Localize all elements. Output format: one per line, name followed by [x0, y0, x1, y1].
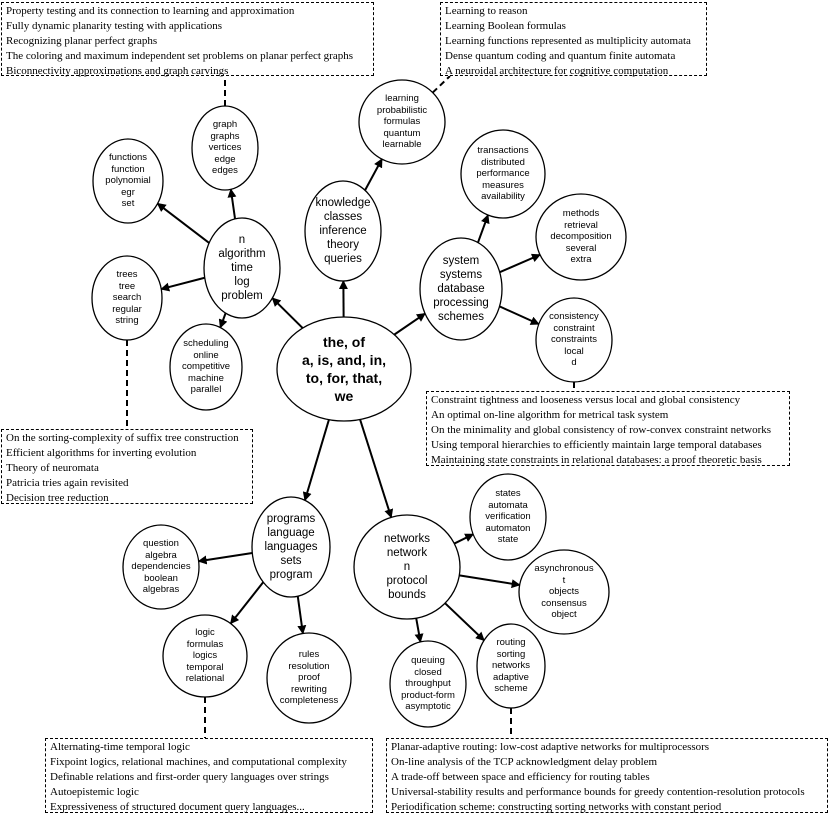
- node-ellipse-methods: [535, 193, 627, 281]
- node-ellipse-asynchronous: [518, 549, 610, 635]
- paper-title: On-line analysis of the TCP acknowledgme…: [391, 756, 658, 768]
- edge-programs-logic: [229, 581, 265, 625]
- node-ellipse-algorithm: [203, 217, 281, 319]
- titles-box-logic: Alternating-time temporal logic Fixpoint…: [45, 738, 373, 813]
- edge-root-networks: [359, 419, 394, 519]
- paper-title: A trade-off between space and efficiency…: [391, 771, 650, 783]
- node-ellipse-learning: [358, 79, 446, 165]
- edge-knowledge-learning: [364, 158, 383, 191]
- edge-root-programs: [302, 419, 330, 502]
- paper-title: Biconnectivity approximations and graph …: [6, 65, 229, 77]
- paper-title: Fully dynamic planarity testing with app…: [6, 20, 222, 32]
- edge-system-methods: [499, 253, 541, 274]
- paper-title: Learning functions represented as multip…: [445, 35, 691, 47]
- node-ellipse-states: [469, 473, 547, 561]
- paper-title: Efficient algorithms for inverting evolu…: [6, 447, 197, 459]
- node-ellipse-rules: [266, 632, 352, 724]
- paper-title: Alternating-time temporal logic: [50, 741, 190, 753]
- paper-title: Planar-adaptive routing: low-cost adapti…: [391, 741, 710, 753]
- edge-networks-routing: [444, 602, 485, 642]
- titles-box-trees: On the sorting-complexity of suffix tree…: [1, 429, 253, 504]
- paper-title: Learning to reason: [445, 5, 528, 17]
- node-ellipse-knowledge: [304, 180, 382, 282]
- edge-system-transactions: [477, 214, 490, 243]
- edge-algorithm-scheduling: [218, 312, 228, 329]
- node-ellipse-routing: [476, 623, 546, 709]
- node-ellipse-scheduling: [169, 323, 243, 411]
- node-ellipse-graph: [191, 105, 259, 191]
- paper-title: Definable relations and first-order quer…: [50, 771, 329, 783]
- edge-algorithm-graph: [227, 188, 237, 219]
- paper-title: Expressiveness of structured document qu…: [50, 801, 305, 813]
- titles-box-graph: Property testing and its connection to l…: [1, 2, 374, 77]
- paper-title: Constraint tightness and looseness versu…: [431, 394, 741, 406]
- paper-title: On the sorting-complexity of suffix tree…: [6, 432, 239, 444]
- paper-title: Fixpoint logics, relational machines, an…: [50, 756, 347, 768]
- edge-root-algorithm: [271, 297, 304, 329]
- node-ellipse-logic: [162, 614, 248, 698]
- node-ellipse-consistency: [535, 297, 613, 383]
- node-ellipse-transactions: [460, 129, 546, 219]
- titles-box-routing: Planar-adaptive routing: low-cost adapti…: [386, 738, 828, 813]
- edge-system-consistency: [499, 305, 540, 326]
- node-ellipse-question: [122, 524, 200, 610]
- node-ellipse-functions: [92, 138, 164, 224]
- node-ellipse-trees: [91, 255, 163, 341]
- paper-title: Patricia tries again revisited: [6, 477, 129, 489]
- node-ellipse-networks: [353, 514, 461, 620]
- edge-root-system: [393, 312, 426, 336]
- paper-title: Recognizing planar perfect graphs: [6, 35, 158, 47]
- paper-title: Dense quantum coding and quantum finite …: [445, 50, 676, 62]
- paper-title: Theory of neuromata: [6, 462, 99, 474]
- paper-title: Autoepistemic logic: [50, 786, 139, 798]
- paper-title: On the minimality and global consistency…: [431, 424, 772, 436]
- paper-title: Using temporal hierarchies to efficientl…: [431, 439, 762, 451]
- edge-programs-question: [197, 551, 253, 565]
- edge-programs-rules: [296, 596, 307, 635]
- paper-title: Maintaining state constraints in relatio…: [431, 454, 762, 466]
- paper-title: Property testing and its connection to l…: [6, 5, 295, 17]
- edge-networks-states: [453, 533, 475, 545]
- titles-box-consistency: Constraint tightness and looseness versu…: [426, 391, 790, 466]
- paper-title: Learning Boolean formulas: [445, 20, 566, 32]
- paper-title: Decision tree reduction: [6, 492, 109, 504]
- node-ellipse-system: [419, 237, 503, 341]
- paper-title: The coloring and maximum independent set…: [6, 50, 354, 62]
- paper-title: Periodification scheme: constructing sor…: [391, 801, 722, 813]
- edge-networks-asynchronous: [459, 574, 521, 589]
- node-ellipse-queuing: [389, 640, 467, 728]
- paper-title: Universal-stability results and performa…: [391, 786, 805, 798]
- paper-title: A neuroidal architecture for cognitive c…: [445, 65, 669, 77]
- leader-learning: [432, 75, 451, 94]
- paper-title: An optimal on-line algorithm for metrica…: [431, 409, 669, 421]
- node-ellipse-root: [276, 316, 412, 422]
- edge-networks-queuing: [414, 618, 424, 643]
- edge-algorithm-trees: [160, 276, 205, 292]
- titles-box-learning: Learning to reason Learning Boolean form…: [440, 2, 707, 77]
- edge-algorithm-functions: [156, 202, 210, 244]
- node-ellipse-programs: [251, 496, 331, 598]
